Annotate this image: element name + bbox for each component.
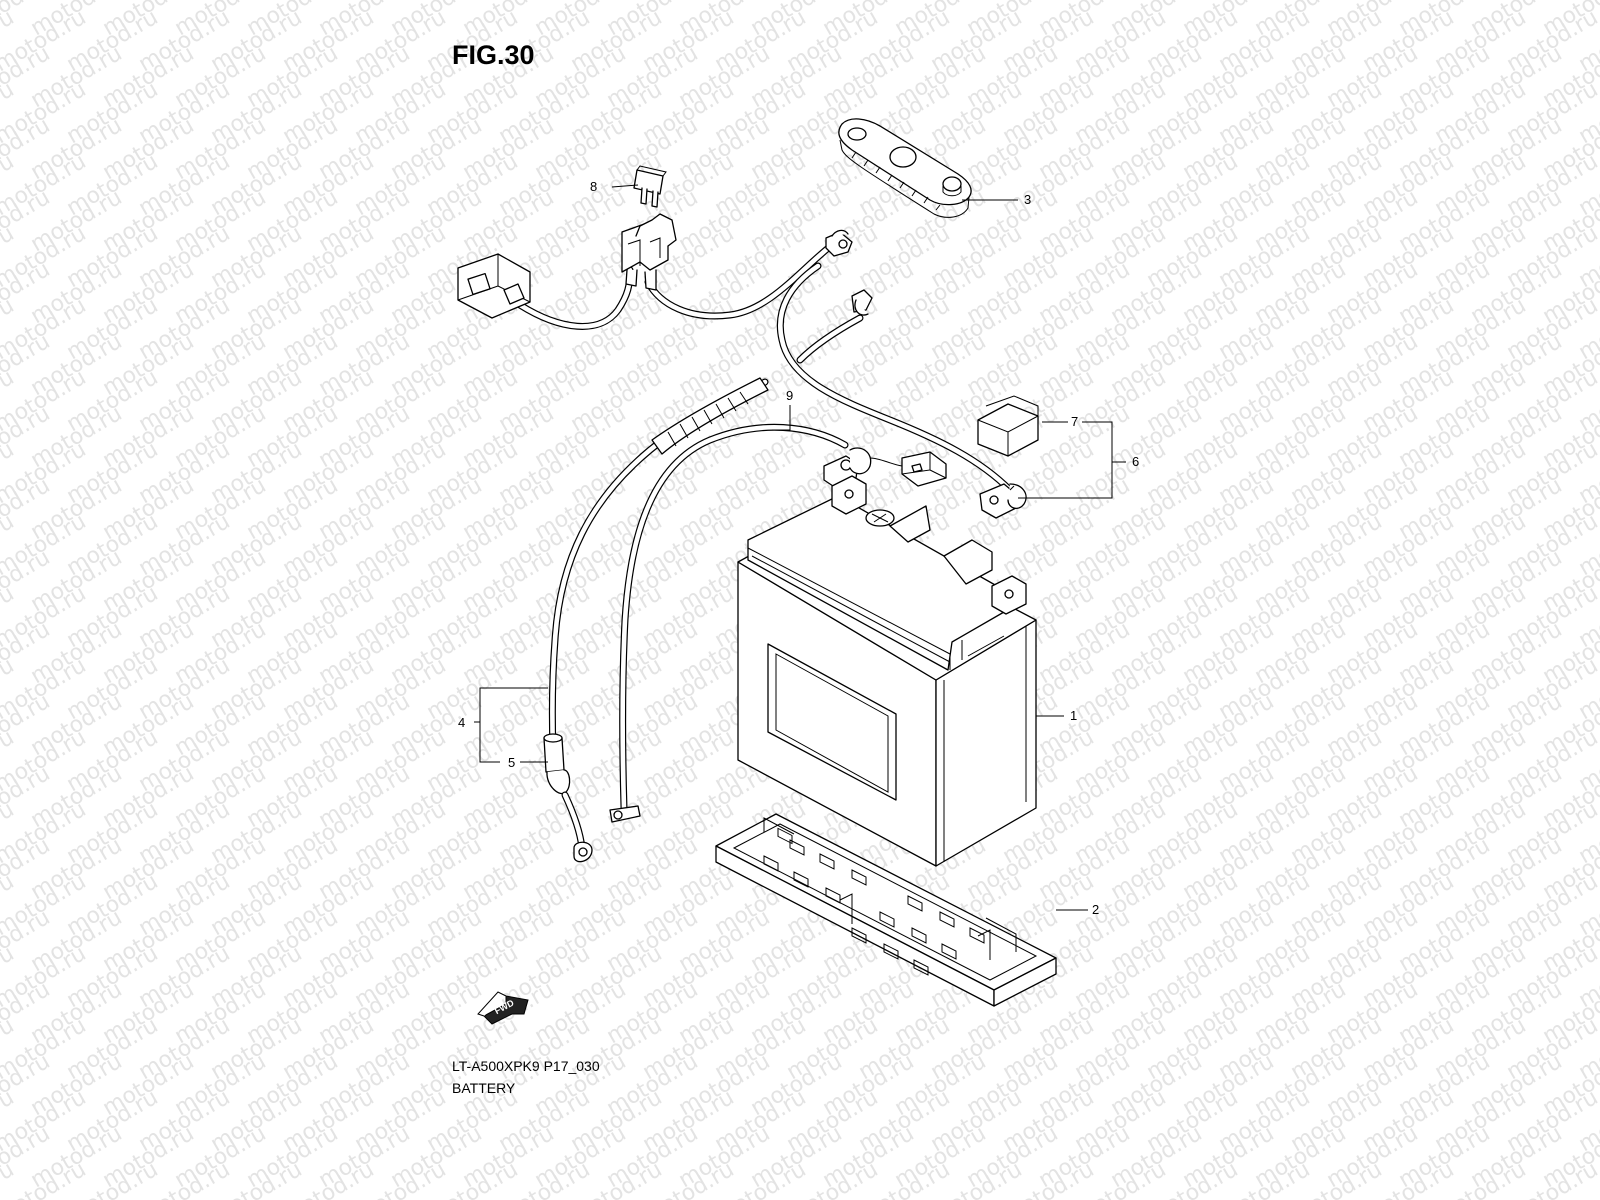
figure-name: BATTERY [452, 1080, 516, 1096]
watermark-text: motod.ru [1575, 0, 1600, 5]
callout-7: 7 [1071, 414, 1078, 429]
callout-9: 9 [786, 388, 793, 403]
model-code: LT-A500XPK9 P17_030 [452, 1058, 600, 1074]
callout-8: 8 [590, 179, 597, 194]
callout-4: 4 [458, 715, 465, 730]
callout-3: 3 [1024, 192, 1031, 207]
callout-6: 6 [1132, 454, 1139, 469]
callout-1: 1 [1070, 708, 1077, 723]
figure-title: FIG.30 [452, 40, 535, 70]
callout-2: 2 [1092, 902, 1099, 917]
callout-5: 5 [508, 755, 515, 770]
